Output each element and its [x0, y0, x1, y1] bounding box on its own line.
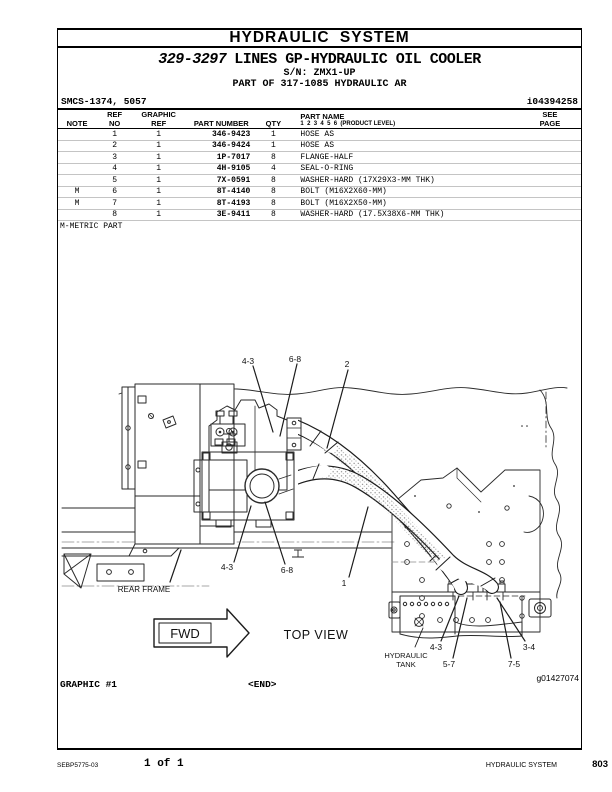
part-of-line: PART OF 317-1085 HYDRAULIC AR	[232, 79, 407, 90]
callout-5-7-tank: 5-7	[443, 659, 456, 669]
callout-3-4-tank: 3-4	[523, 642, 536, 652]
smcs-code: SMCS-1374, 5057	[61, 96, 147, 107]
graphic-caption: GRAPHIC #1	[60, 679, 118, 690]
callout-7-5-tank: 7-5	[508, 659, 521, 669]
page-title: HYDRAULIC SYSTEM	[58, 30, 581, 48]
end-marker: <END>	[248, 679, 277, 690]
rear-frame-label: REAR FRAME	[118, 585, 170, 594]
graphic-caption-row: GRAPHIC #1 <END> g01427074	[58, 673, 581, 690]
footer-section: HYDRAULIC SYSTEM	[485, 762, 557, 769]
assembly-title: 329-3297 LINES GP-HYDRAULIC OIL COOLER	[58, 51, 581, 68]
callout-6-8-lower: 6-8	[281, 565, 294, 575]
smcs-row: SMCS-1374, 5057 i04394258	[58, 96, 581, 110]
callout-4-3-upper: 4-3	[242, 356, 255, 366]
callout-4-3-tank: 4-3	[430, 642, 443, 652]
fwd-label: FWD	[170, 626, 200, 641]
hose-lower	[273, 463, 499, 594]
assembly-part-number: 329-3297	[158, 51, 227, 68]
hydraulic-tank-label-line1: HYDRAULIC	[384, 651, 428, 660]
callout-2: 2	[345, 359, 350, 369]
callout-1: 1	[342, 578, 347, 588]
hydraulic-tank-label-line2: TANK	[396, 660, 415, 669]
footer-page-number: 803	[592, 759, 608, 770]
assembly-name: LINES GP-HYDRAULIC OIL COOLER	[234, 51, 481, 68]
col-qty: QTY	[265, 118, 282, 128]
media-number: i04394258	[526, 96, 578, 107]
parts-diagram: 4-3 6-8 2 4-3 6-8 1 4-3 5-7 3-4 7-5 REAR…	[61, 354, 568, 669]
col-part-name: PART NAME 1 2 3 4 5 6 (PRODUCT LEVEL)	[300, 111, 396, 128]
page-frame: HYDRAULIC SYSTEM 329-3297 LINES GP-HYDRAU…	[57, 28, 582, 750]
serial-number-line: S/N: ZMX1-UP	[283, 68, 356, 79]
callout-leaders	[169, 363, 526, 659]
fwd-arrow	[153, 608, 250, 658]
callout-6-8-upper: 6-8	[289, 354, 302, 364]
subtitle-block: 329-3297 LINES GP-HYDRAULIC OIL COOLER S/…	[58, 51, 581, 90]
top-view-label: TOP VIEW	[284, 628, 349, 642]
metric-part-note: M-METRIC PART	[58, 220, 581, 231]
graphic-id: g01427074	[536, 673, 579, 683]
callout-4-3-lower: 4-3	[221, 562, 234, 572]
transmission-drawing	[121, 383, 302, 557]
col-note: NOTE	[66, 118, 88, 128]
datum-symbol	[292, 549, 304, 558]
hydraulic-tank-drawing	[388, 580, 552, 639]
mounting-plate	[391, 467, 541, 633]
footer-document-code: SEBP5775-03	[57, 762, 99, 769]
footer-page-of: 1 of 1	[144, 758, 184, 770]
col-part-number: PART NUMBER	[193, 118, 249, 128]
